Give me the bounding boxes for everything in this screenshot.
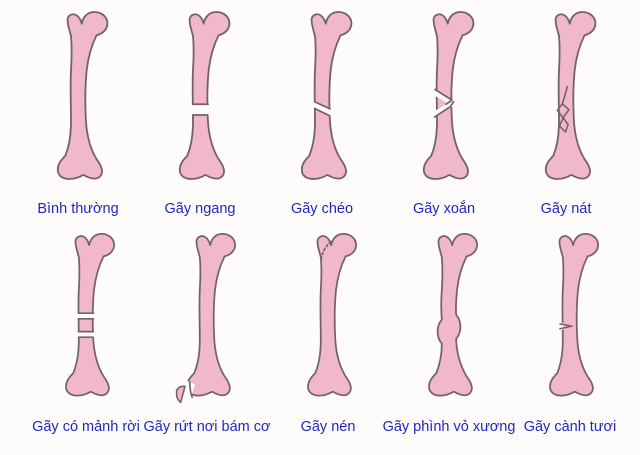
avulsion-fracture-illustration <box>169 233 236 404</box>
figure-greenstick-fracture: Gãy cành tươi <box>510 230 630 436</box>
figure-compression-fracture: Gãy nén <box>268 230 388 436</box>
fracture-label-compression: Gãy nén <box>300 419 356 435</box>
buckle-fracture-illustration <box>428 233 478 397</box>
figure-transverse-fracture: Gãy ngang <box>140 8 260 218</box>
figure-segmental-fracture: Gãy có mảnh rời <box>26 230 146 436</box>
fracture-label-transverse: Gãy ngang <box>164 201 236 217</box>
figure-normal-bone: Bình thường <box>18 8 138 218</box>
transverse-fracture-illustration <box>178 11 230 180</box>
spiral-fracture-illustration <box>422 11 474 180</box>
fracture-row-2: Gãy có mảnh rời Gãy rứt nơi bám cơ Gãy n… <box>0 218 640 436</box>
fracture-label-greenstick: Gãy cành tươi <box>523 419 617 435</box>
normal-bone-illustration <box>56 11 108 180</box>
fracture-label-normal: Bình thường <box>37 201 119 217</box>
fracture-label-oblique: Gãy chéo <box>290 201 354 217</box>
fracture-row-1: Bình thường Gãy ngang Gãy chéo <box>0 0 640 218</box>
greenstick-fracture-illustration <box>549 233 599 397</box>
figure-oblique-fracture: Gãy chéo <box>262 8 382 218</box>
fracture-label-segmental: Gãy có mảnh rời <box>32 419 140 435</box>
figure-spiral-fracture: Gãy xoắn <box>384 8 504 218</box>
fracture-label-avulsion: Gãy rứt nơi bám cơ <box>143 419 271 435</box>
fracture-label-buckle: Gãy phình vỏ xương <box>382 419 516 435</box>
figure-avulsion-fracture: Gãy rứt nơi bám cơ <box>143 230 271 436</box>
compression-fracture-illustration <box>307 233 357 397</box>
segmental-fracture-illustration <box>65 233 115 397</box>
figure-comminuted-fracture: Gãy nát <box>506 8 626 218</box>
fracture-label-comminuted: Gãy nát <box>540 201 592 217</box>
oblique-fracture-illustration <box>300 11 352 180</box>
fracture-label-spiral: Gãy xoắn <box>412 201 476 217</box>
figure-buckle-fracture: Gãy phình vỏ xương <box>383 230 515 436</box>
comminuted-fracture-illustration <box>544 11 596 180</box>
